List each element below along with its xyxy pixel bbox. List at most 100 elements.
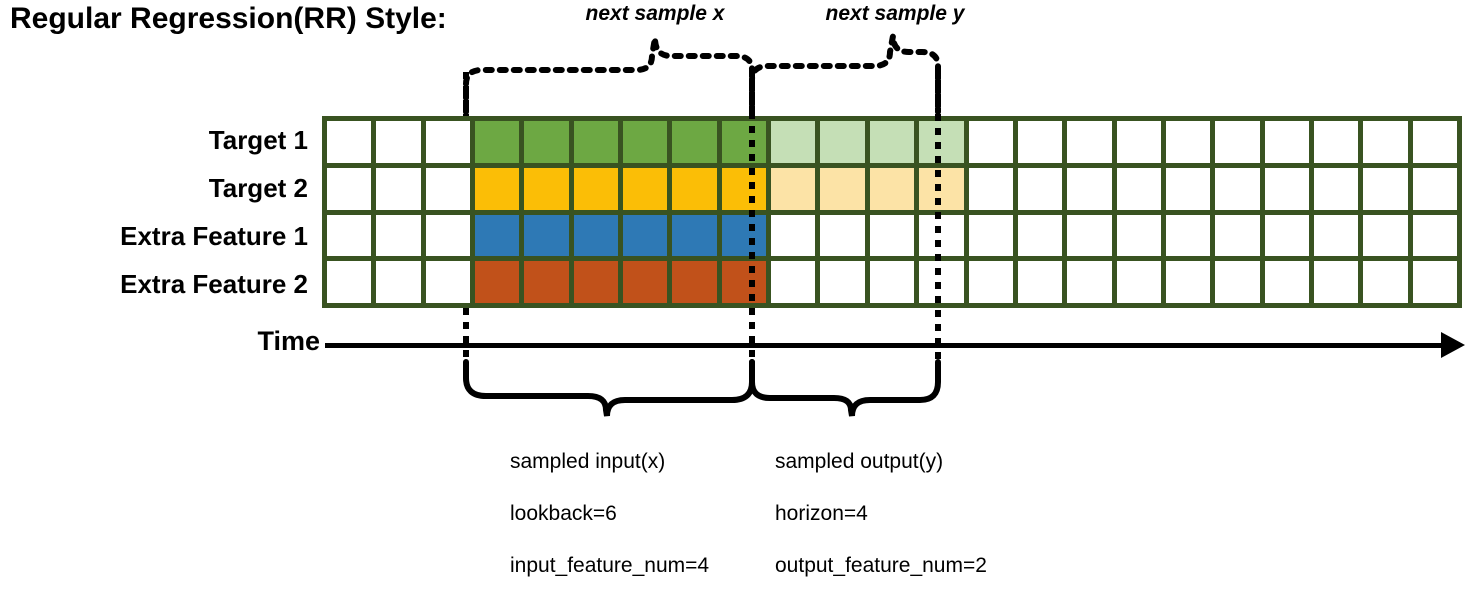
grid-cell: [771, 214, 816, 257]
grid-cell: [524, 121, 569, 163]
caption-input-line-1: sampled input(x): [510, 450, 666, 473]
time-axis-arrowhead: [1441, 332, 1465, 358]
row-label-extra-feature-1: Extra Feature 1: [120, 220, 308, 251]
label-next-sample-x: next sample x: [585, 2, 725, 25]
grid-cell: [1067, 214, 1112, 257]
grid-cell: [1412, 121, 1457, 163]
grid-cell: [573, 121, 619, 163]
row-label-target-2: Target 2: [208, 172, 308, 203]
grid-cell: [376, 261, 421, 303]
grid-cell: [919, 261, 964, 303]
grid-cell: [721, 167, 767, 210]
brace-top-next-sample-y: [749, 35, 941, 115]
grid-cell: [820, 261, 865, 303]
grid-cell: [820, 214, 865, 257]
grid-cell: [1363, 167, 1408, 210]
grid-cell: [327, 121, 372, 163]
grid-cell: [771, 261, 816, 303]
grid-cell: [425, 261, 471, 303]
time-axis-label: Time: [257, 326, 320, 356]
grid-cell: [524, 167, 569, 210]
grid-cell: [968, 121, 1013, 163]
grid-cell: [573, 167, 619, 210]
grid-cell: [425, 167, 471, 210]
grid-cell: [573, 214, 619, 257]
grid-cell: [1363, 261, 1408, 303]
grid-cell: [1264, 214, 1309, 257]
row-label-extra-feature-2: Extra Feature 2: [120, 268, 308, 299]
grid-cell: [1313, 214, 1359, 257]
grid-cell: [1215, 214, 1260, 257]
grid-cell: [1313, 261, 1359, 303]
grid-cell: [623, 261, 668, 303]
diagram-canvas: Regular Regression(RR) Style: Target 1 T…: [6, 2, 1465, 577]
label-next-sample-y: next sample y: [825, 2, 965, 25]
grid-cell: [919, 214, 964, 257]
grid-cell: [1165, 121, 1211, 163]
grid-cell: [721, 121, 767, 163]
grid-cell: [475, 167, 520, 210]
grid-cell: [524, 261, 569, 303]
grid-cell: [1313, 121, 1359, 163]
grid-cell: [1412, 261, 1457, 303]
grid-cell: [1165, 261, 1211, 303]
grid-cell: [869, 121, 915, 163]
grid-cell: [968, 214, 1013, 257]
grid-cell: [475, 261, 520, 303]
grid-cell: [327, 214, 372, 257]
brace-bottom-sampled-input: [463, 359, 755, 417]
row-label-column: Target 1 Target 2 Extra Feature 1 Extra …: [6, 116, 316, 308]
grid-cell: [425, 121, 471, 163]
grid-cell: [327, 261, 372, 303]
grid-cell: [475, 121, 520, 163]
caption-sampled-output: sampled output(y) horizon=4 output_featu…: [775, 423, 987, 605]
grid-cell: [919, 167, 964, 210]
grid-cell: [623, 167, 668, 210]
grid-cell: [869, 261, 915, 303]
grid-cell: [376, 167, 421, 210]
grid-cell: [721, 261, 767, 303]
grid-cell: [672, 121, 717, 163]
grid-cell: [672, 261, 717, 303]
grid-cell: [376, 121, 421, 163]
grid-cell: [524, 214, 569, 257]
grid-cell: [1017, 167, 1063, 210]
grid-cell: [1264, 261, 1309, 303]
grid-cell: [771, 167, 816, 210]
grid-cell: [1067, 121, 1112, 163]
grid-cell: [327, 167, 372, 210]
grid-cell: [672, 214, 717, 257]
grid-cell: [1116, 121, 1161, 163]
caption-input-line-2: lookback=6: [510, 502, 617, 525]
grid-cell: [1313, 167, 1359, 210]
brace-bottom-sampled-output: [749, 359, 941, 417]
page-title: Regular Regression(RR) Style:: [10, 2, 447, 35]
grid-cell: [1165, 214, 1211, 257]
grid-cell: [1412, 167, 1457, 210]
grid-cell: [623, 121, 668, 163]
caption-output-line-1: sampled output(y): [775, 450, 944, 473]
grid-cell: [1116, 214, 1161, 257]
grid-cell: [1116, 167, 1161, 210]
grid-cell: [425, 214, 471, 257]
grid-cell: [721, 214, 767, 257]
caption-output-line-2: horizon=4: [775, 502, 868, 525]
grid-cell: [869, 167, 915, 210]
caption-sampled-input: sampled input(x) lookback=6 input_featur…: [510, 423, 709, 605]
grid-cell: [1412, 214, 1457, 257]
grid-cell: [919, 121, 964, 163]
brace-top-next-sample-x: [463, 37, 755, 115]
grid-cell: [1363, 214, 1408, 257]
grid-cell: [376, 214, 421, 257]
grid-cell: [1116, 261, 1161, 303]
caption-input-line-3: input_feature_num=4: [510, 554, 710, 577]
grid-cell: [1215, 121, 1260, 163]
grid-cell: [1363, 121, 1408, 163]
grid-cell: [1067, 261, 1112, 303]
grid-cell: [672, 167, 717, 210]
grid-cell: [771, 121, 816, 163]
grid-cell: [1264, 167, 1309, 210]
grid-cell: [623, 214, 668, 257]
grid-cell: [820, 167, 865, 210]
grid-cell: [968, 261, 1013, 303]
